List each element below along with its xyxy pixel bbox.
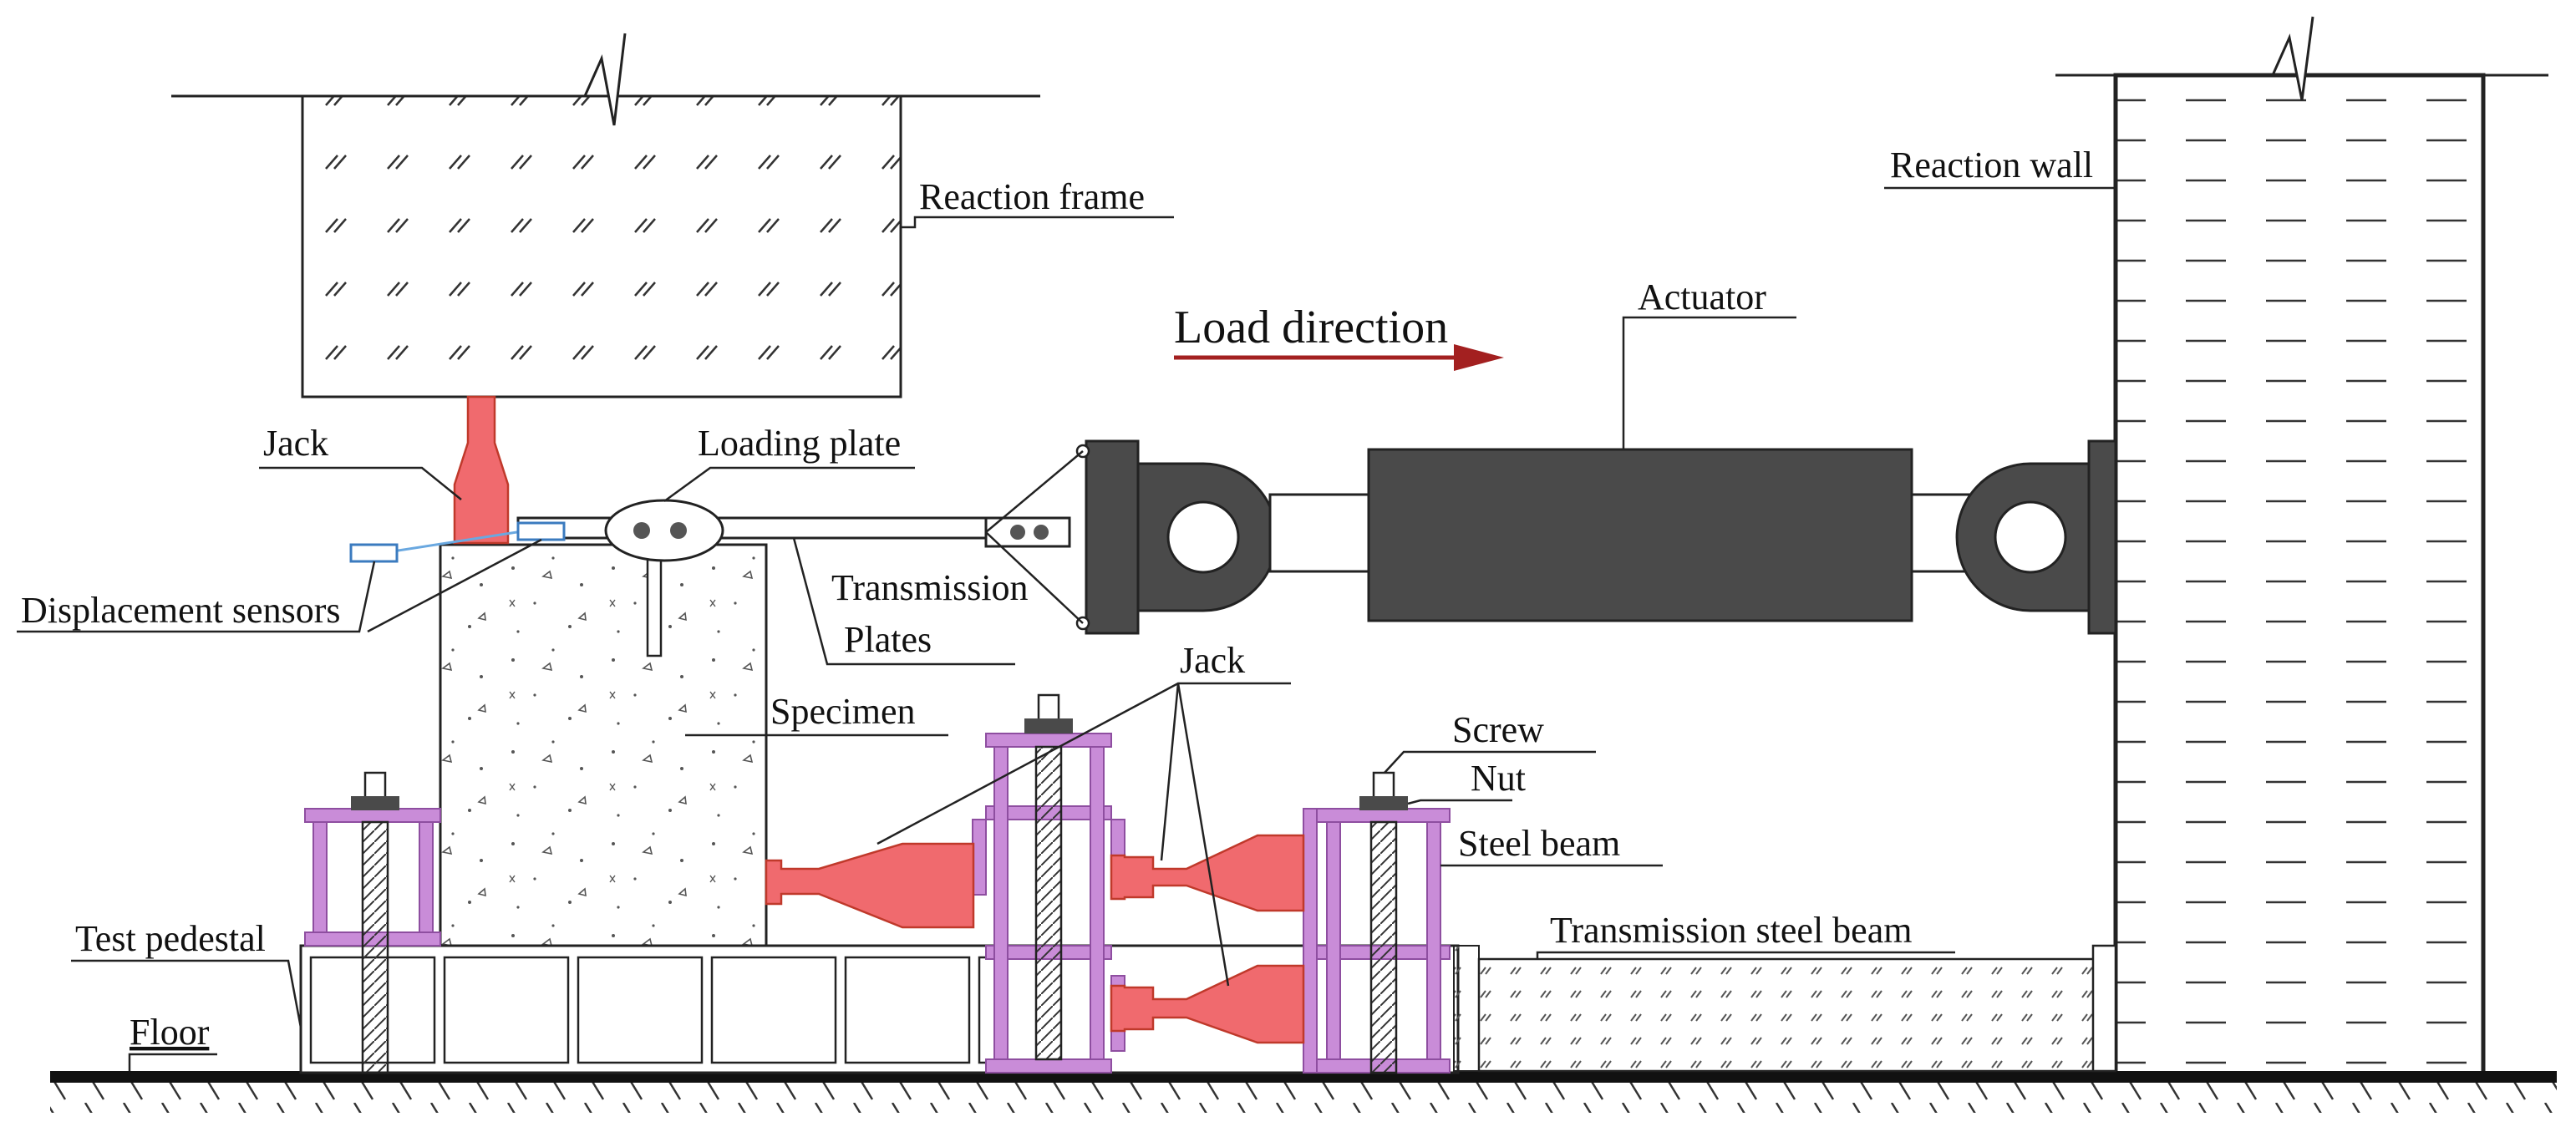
top-jack-body [453,395,510,545]
nut [1359,796,1408,810]
load-direction-arrow [1174,344,1504,371]
transmission-label: Transmission [831,567,1029,608]
displacement-sensors-label: Displacement sensors [21,590,340,631]
floor-label: Floor [130,1012,210,1053]
jack-top-label: Jack [263,423,328,464]
actuator-assembly [985,439,2117,635]
sensor-2 [516,521,566,541]
jack-lower-label: Jack [1180,640,1245,681]
loading-plate [604,499,724,562]
plates-label: Plates [844,619,932,660]
floor [50,1071,2557,1113]
transmission-steel-beam-label: Transmission steel beam [1550,910,1912,951]
lower-jack-left [765,842,975,929]
reaction-wall [2055,16,2548,1080]
lower-jack-upper-right [1110,834,1305,912]
test-pedestal-label: Test pedestal [75,918,266,959]
screw-head [1372,771,1395,799]
sensor-1 [349,543,399,563]
specimen-label: Specimen [770,691,916,732]
actuator-label: Actuator [1638,277,1766,317]
middle-steel-frame [972,693,1125,1074]
nut-label: Nut [1471,758,1526,799]
loading-plate-label: Loading plate [698,423,901,464]
lower-jack-lower-right [1110,964,1305,1044]
leader-lines [17,167,2117,1071]
right-steel-frame [1303,771,1451,1074]
displacement-sensors [349,521,566,563]
lower-jacks [765,834,1305,1044]
actuator-cylinder [1367,448,1913,622]
steel-beam-label: Steel beam [1458,823,1620,864]
top-jack [453,395,510,545]
left-steel-frame [304,771,441,1074]
load-direction-label: Load direction [1174,302,1448,353]
specimen [439,543,768,947]
reaction-frame-label: Reaction frame [919,176,1145,217]
reaction-frame [171,33,1040,398]
screw-label: Screw [1452,709,1544,750]
transmission-steel-beam [1453,944,2117,1073]
reaction-wall-label: Reaction wall [1890,145,2093,185]
